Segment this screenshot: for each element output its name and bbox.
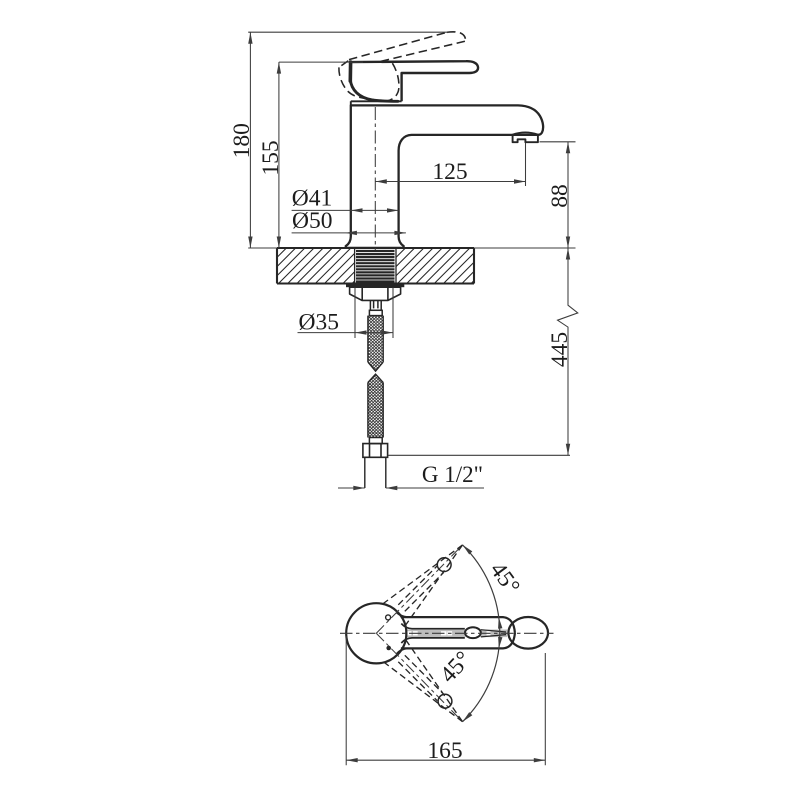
label-height-180: 180 bbox=[229, 123, 255, 158]
hose-end-thread bbox=[365, 457, 386, 488]
label-length-445: 445 bbox=[547, 332, 573, 367]
top-view: 45° 45° 165 bbox=[340, 545, 554, 765]
dim-arrowhead bbox=[355, 330, 367, 334]
ext-lines bbox=[248, 32, 575, 455]
dim-arrowhead bbox=[375, 179, 387, 183]
hose-ferrule-top bbox=[369, 310, 382, 315]
lever-set-screw-oval bbox=[465, 627, 481, 638]
marker-filled-dot bbox=[386, 646, 391, 651]
label-swing-down-45: 45° bbox=[435, 646, 476, 688]
side-view-dimensions bbox=[248, 32, 575, 455]
side-view: 180 155 125 88 Ø41 Ø50 Ø35 445 G 1/2" bbox=[229, 32, 578, 490]
hose-connector bbox=[370, 300, 381, 310]
dim-arrowhead bbox=[514, 179, 526, 183]
dim-arrowhead bbox=[394, 231, 406, 235]
label-reach-125: 125 bbox=[432, 159, 467, 185]
marker-open-dot bbox=[386, 615, 391, 620]
hose-ferrule-bottom bbox=[369, 438, 382, 444]
dim-arrowhead bbox=[346, 758, 358, 762]
label-dia-50: Ø50 bbox=[292, 208, 332, 234]
dim-arrowhead bbox=[277, 237, 281, 249]
dim-arrowhead bbox=[248, 237, 252, 249]
under-deck-assembly bbox=[273, 251, 480, 488]
side-dim-arrows bbox=[248, 32, 578, 490]
label-length-165: 165 bbox=[427, 738, 462, 764]
dim-arrowhead bbox=[566, 444, 570, 456]
label-swing-up-45: 45° bbox=[484, 557, 524, 599]
handle-lever-side bbox=[351, 61, 478, 101]
top-view-labels: 45° 45° 165 bbox=[427, 557, 524, 763]
handle-base-dome bbox=[350, 80, 398, 102]
braided-hose-lower bbox=[273, 365, 480, 456]
side-view-labels: 180 155 125 88 Ø41 Ø50 Ø35 445 G 1/2" bbox=[229, 123, 573, 487]
dim-arrowhead bbox=[353, 486, 365, 490]
dim-arrowhead bbox=[387, 208, 399, 212]
label-height-88: 88 bbox=[547, 184, 573, 208]
tailpiece-thread bbox=[356, 251, 395, 282]
dim-arrowhead bbox=[382, 330, 394, 334]
dim-arrowhead bbox=[351, 208, 363, 212]
label-dia-35: Ø35 bbox=[299, 310, 339, 336]
dim-arrowhead bbox=[248, 32, 252, 44]
dim-arrowhead bbox=[566, 248, 570, 260]
faucet-side bbox=[339, 32, 543, 251]
label-height-155: 155 bbox=[258, 140, 284, 175]
dim-arrowhead bbox=[386, 486, 398, 490]
hose-end-nut bbox=[363, 444, 388, 458]
dim-arrowhead bbox=[498, 617, 502, 629]
dim-arrowhead bbox=[534, 758, 546, 762]
label-thread-g12: G 1/2" bbox=[422, 462, 483, 487]
dim-arrowhead bbox=[566, 237, 570, 249]
dim-arrowhead bbox=[277, 62, 281, 74]
dim-arrowhead bbox=[566, 142, 570, 154]
